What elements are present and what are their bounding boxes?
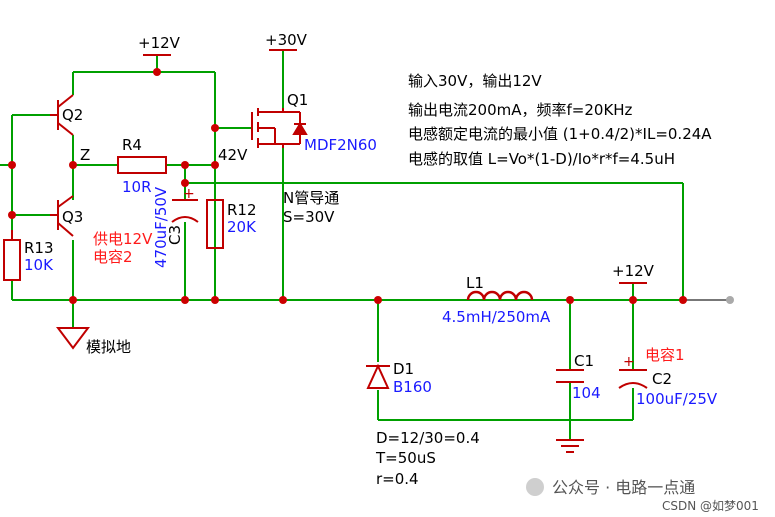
- r13-value: 10K: [24, 256, 54, 274]
- rail-label-12v-right: +12V: [612, 262, 655, 280]
- c1-ref: C1: [574, 352, 594, 370]
- r13-ref: R13: [24, 239, 54, 257]
- r12-value: 20K: [227, 218, 257, 236]
- c2-label: 电容1: [645, 346, 685, 364]
- r12-ref: R12: [227, 201, 257, 219]
- output-terminal: [726, 296, 734, 304]
- c3-value: 470uF/50V: [152, 186, 170, 268]
- rail-label-30v: +30V: [265, 31, 308, 49]
- q2-ref: Q2: [62, 106, 83, 124]
- spec-note-4: 电感的取值 L=Vo*(1-D)/Io*r*f=4.5uH: [408, 150, 675, 168]
- c3-ref: C3: [166, 225, 184, 245]
- ground-label: 模拟地: [86, 338, 131, 356]
- watermark-account: 公众号 · 电路一点通: [552, 478, 695, 497]
- l1-ref: L1: [466, 274, 484, 292]
- spec-note-1: 输入30V，输出12V: [408, 72, 542, 90]
- duty-note: D=12/30=0.4: [376, 429, 480, 447]
- d1-ref: D1: [393, 360, 414, 378]
- c2-ref: C2: [652, 370, 672, 388]
- period-note: T=50uS: [375, 449, 436, 467]
- components: [3, 49, 648, 453]
- supply-cap-label-2: 电容2: [93, 248, 133, 266]
- spec-note-3: 电感额定电流的最小值 (1+0.4/2)*IL=0.24A: [408, 125, 712, 143]
- watermark-csdn: CSDN @如梦001: [662, 498, 759, 513]
- ratio-note: r=0.4: [376, 470, 419, 488]
- q3-ref: Q3: [62, 208, 83, 226]
- supply-cap-label-1: 供电12V: [93, 230, 153, 248]
- wechat-icon: [526, 478, 544, 496]
- q1-ref: Q1: [287, 91, 308, 109]
- c2-value: 100uF/25V: [636, 390, 718, 408]
- l1-value: 4.5mH/250mA: [442, 308, 551, 326]
- spec-note-2: 输出电流200mA，频率f=20KHz: [408, 101, 633, 119]
- r4-value: 10R: [122, 178, 152, 196]
- mos-note-1: N管导通: [283, 189, 339, 207]
- rail-label-12v-top: +12V: [138, 34, 181, 52]
- watermark: 公众号 · 电路一点通 CSDN @如梦001: [526, 478, 759, 513]
- wires: [0, 50, 725, 440]
- c2-plus-icon: +: [623, 354, 635, 370]
- junctions: [8, 68, 687, 304]
- c3-plus-icon: +: [183, 186, 195, 202]
- node-label-z: Z: [80, 146, 90, 164]
- mos-note-2: S=30V: [283, 208, 335, 226]
- c1-value: 104: [572, 384, 601, 402]
- node-label-42v: 42V: [218, 146, 248, 164]
- d1-value: B160: [393, 378, 432, 396]
- r4-ref: R4: [122, 136, 142, 154]
- q1-value: MDF2N60: [304, 136, 377, 154]
